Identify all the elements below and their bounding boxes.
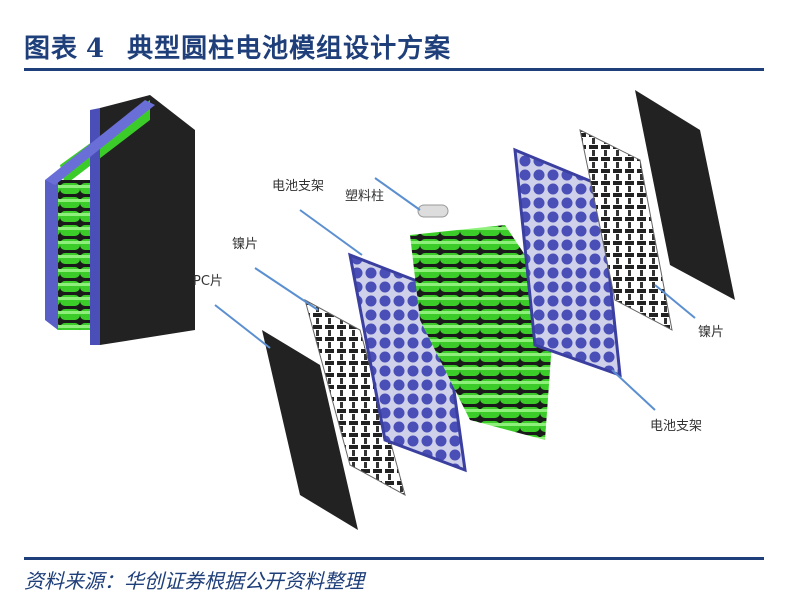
label-nickel-sheet-left: 镍片 [232,237,258,252]
label-battery-bracket-right: 电池支架 [650,419,702,434]
battery-cells [410,225,555,440]
pc-sheet [262,330,358,530]
battery-bracket-right [513,147,622,378]
source-note: 资料来源：华创证券根据公开资料整理 [24,569,364,593]
title-divider [24,68,764,71]
assembled-module [45,95,195,345]
footer-divider [24,557,764,560]
label-pc-sheet: PC片 [193,274,223,289]
nickel-sheet-right [579,129,673,331]
plastic-post [417,204,449,218]
nickel-sheet-left [304,298,406,497]
label-plastic-post: 塑料柱 [345,189,384,204]
figure-label: 图表 [24,34,79,64]
pc-sheet-right [635,90,735,300]
label-nickel-sheet-right: 镍片 [698,325,724,340]
arrows [214,177,696,411]
label-battery-bracket-left: 电池支架 [272,179,324,194]
figure-number: 4 [86,34,106,64]
figure-caption: 典型圆柱电池模组设计方案 [127,34,452,64]
